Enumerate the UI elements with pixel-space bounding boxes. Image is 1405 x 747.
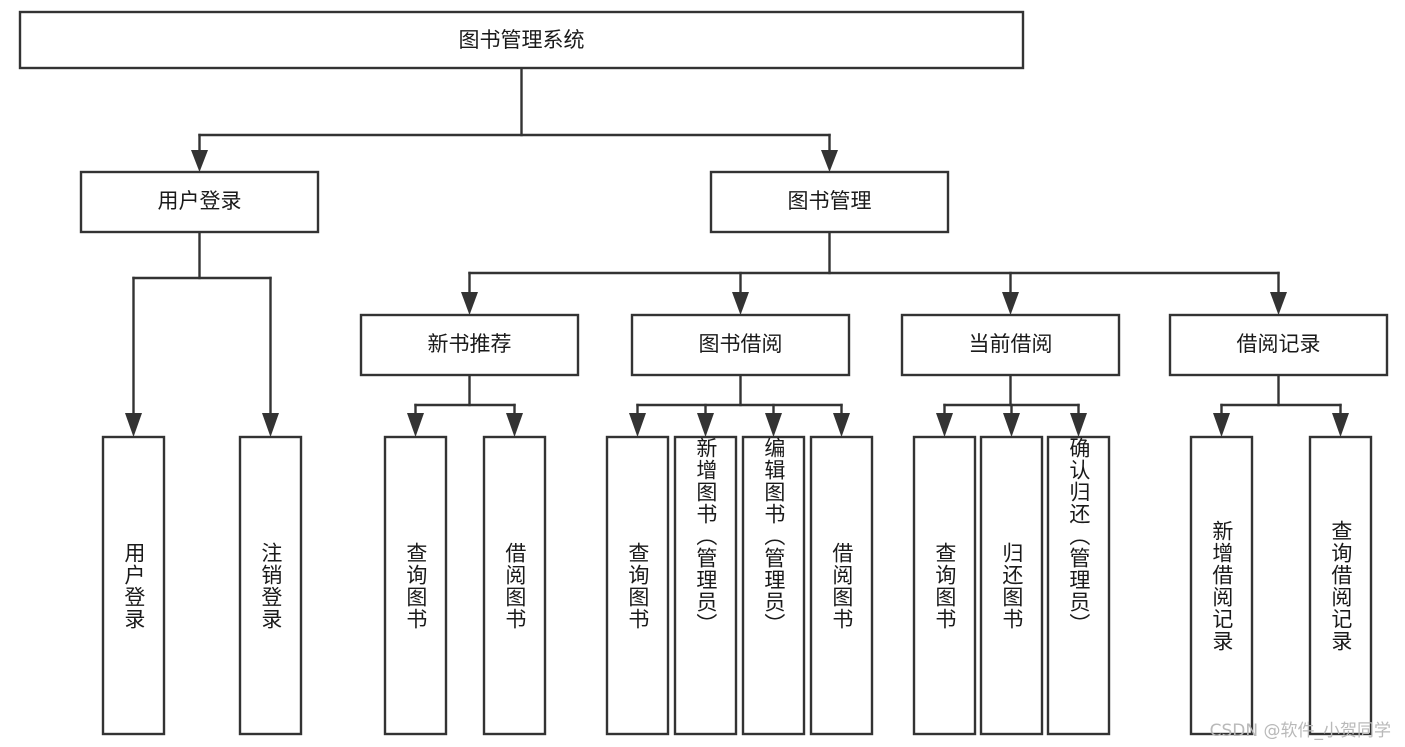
arrow-to-leaf-borrow-book-2 — [833, 413, 850, 437]
arrow-to-leaf-query-book-3 — [936, 413, 953, 437]
connector-group-book-manage — [461, 230, 1287, 315]
node-user-login-label: 用户登录 — [158, 189, 242, 213]
node-book-manage[interactable] — [709, 170, 950, 234]
node-new-book-recommend-label: 新书推荐 — [428, 332, 512, 356]
node-borrow-record[interactable] — [1168, 313, 1389, 377]
leaf-box-query-book-1[interactable] — [383, 435, 448, 736]
leaf-box-query-record[interactable] — [1308, 435, 1373, 736]
node-current-borrow-label: 当前借阅 — [969, 332, 1053, 356]
arrow-to-leaf-user-logout — [262, 413, 279, 437]
leaf-box-query-book-3[interactable] — [912, 435, 977, 736]
arrow-to-leaf-query-book-2 — [629, 413, 646, 437]
arrow-to-leaf-borrow-book-1 — [506, 413, 523, 437]
leaf-box-borrow-book-2[interactable] — [809, 435, 874, 736]
leaf-box-add-record[interactable] — [1189, 435, 1254, 736]
leaf-box-user-logout[interactable] — [238, 435, 303, 736]
node-root[interactable] — [18, 10, 1025, 70]
arrow-to-user-login — [191, 150, 208, 172]
arrow-to-book-borrow — [732, 292, 749, 315]
node-book-borrow[interactable] — [630, 313, 851, 377]
node-new-book-recommend[interactable] — [359, 313, 580, 377]
leaf-box-edit-book[interactable] — [741, 435, 806, 736]
csdn-watermark: CSDN @软件_小贺同学 — [1209, 721, 1391, 741]
connector-group-user-login — [125, 230, 279, 437]
node-user-login[interactable] — [79, 170, 320, 234]
arrow-to-leaf-query-record — [1332, 413, 1349, 437]
leaf-box-add-book[interactable] — [673, 435, 738, 736]
connector-group-borrow-record — [1213, 373, 1349, 437]
leaf-box-user-login[interactable] — [101, 435, 166, 736]
arrow-to-leaf-query-book-1 — [407, 413, 424, 437]
leaf-box-query-book-2[interactable] — [605, 435, 670, 736]
node-borrow-record-label: 借阅记录 — [1237, 332, 1321, 356]
connector-group-root — [191, 66, 838, 172]
arrow-to-leaf-confirm-return — [1070, 413, 1087, 437]
node-book-borrow-label: 图书借阅 — [699, 332, 783, 356]
arrow-to-leaf-return-book — [1003, 413, 1020, 437]
leaf-box-borrow-book-1[interactable] — [482, 435, 547, 736]
connector-group-book-borrow — [629, 373, 850, 437]
arrow-to-new-book-recommend — [461, 292, 478, 315]
node-root-label: 图书管理系统 — [459, 28, 585, 52]
arrow-to-leaf-add-book — [697, 413, 714, 437]
node-book-manage-label: 图书管理 — [788, 189, 872, 213]
arrow-to-current-borrow — [1002, 292, 1019, 315]
node-current-borrow[interactable] — [900, 313, 1121, 377]
arrow-to-leaf-add-record — [1213, 413, 1230, 437]
leaf-box-confirm-return[interactable] — [1046, 435, 1111, 736]
connector-group-current-borrow — [936, 373, 1087, 437]
arrow-to-leaf-user-login — [125, 413, 142, 437]
leaf-box-return-book[interactable] — [979, 435, 1044, 736]
connector-group-new-book — [407, 373, 523, 437]
arrow-to-leaf-edit-book — [765, 413, 782, 437]
arrow-to-borrow-record — [1270, 292, 1287, 315]
arrow-to-book-manage — [821, 150, 838, 172]
